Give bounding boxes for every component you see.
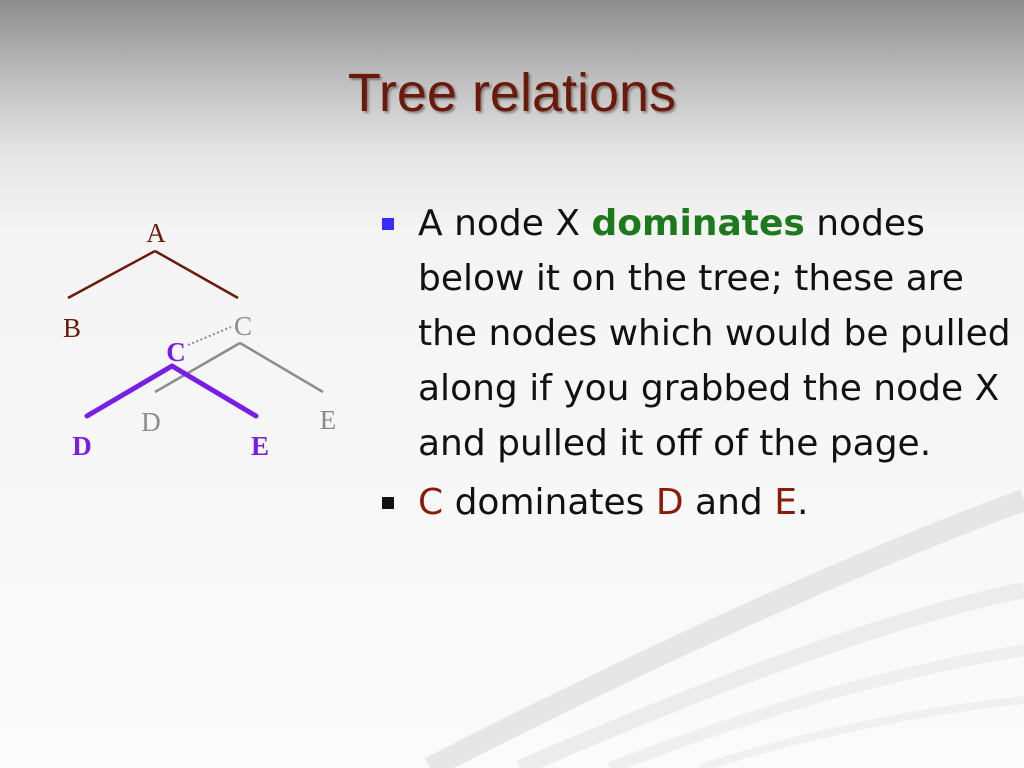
bullet-item-example: C dominates D and E. (378, 475, 1018, 530)
edge-c-e-original (239, 341, 324, 394)
node-a: A (146, 218, 166, 248)
node-d-moved: D (72, 431, 92, 461)
slide-title: Tree relations (347, 63, 677, 123)
node-c-original: C (234, 311, 252, 341)
square-bullet-icon (382, 497, 394, 509)
node-e-moved: E (251, 431, 269, 461)
edge-c-d-original (154, 341, 241, 394)
dominance-tree-diagram: A B C C D E D E (63, 218, 337, 461)
node-d-original: D (141, 407, 161, 437)
bullet-text: nodes below it on the tree; these are th… (418, 203, 1011, 464)
bullet-item-dominates-definition: A node X dominates nodes below it on the… (378, 196, 1018, 471)
edge-c-d-moved (84, 363, 175, 419)
node-ref-c: C (418, 482, 444, 523)
example-mid: dominates (443, 482, 656, 523)
edge-a-b (67, 249, 156, 300)
example-end: . (796, 482, 809, 523)
node-ref-e: E (774, 482, 797, 523)
square-bullet-icon (382, 218, 394, 230)
edge-a-c (154, 249, 239, 300)
example-and: and (683, 482, 775, 523)
node-c-moved: C (166, 337, 186, 367)
bullet-prefix: A node X (418, 203, 592, 244)
edge-c-e-moved (169, 363, 259, 419)
move-link-dotted (187, 326, 232, 346)
node-b: B (63, 313, 81, 343)
node-e-original: E (320, 405, 337, 435)
term-dominates: dominates (591, 203, 805, 244)
node-ref-d: D (655, 482, 684, 523)
bullet-list: A node X dominates nodes below it on the… (378, 196, 1018, 530)
